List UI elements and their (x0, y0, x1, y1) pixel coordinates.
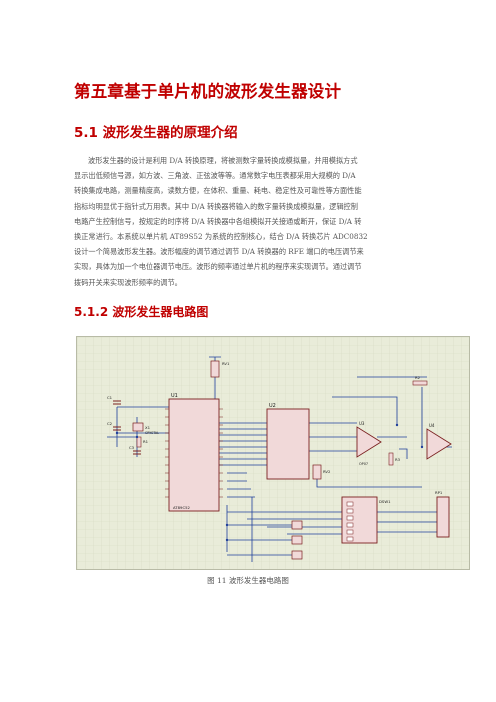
paragraph-line: 换正常进行。本系统以单片机 AT89S52 为系统的控制核心，结合 D/A 转换… (74, 232, 368, 242)
opamp-u4: U4 (426, 423, 452, 460)
paragraph-line: 拨码开关来实现波形频率的调节。 (74, 277, 182, 287)
section-title: 5.1 波形发生器的原理介绍 (74, 125, 238, 141)
dsw-label: DSW1 (379, 499, 391, 504)
paragraph-line: 实现，具体为加一个电位器调节电压。波形的频率通过单片机的程序来实现调节。通过调节 (74, 262, 362, 272)
rv1-potentiometer (210, 360, 220, 378)
opamp-u3: U3 OP07 (356, 421, 382, 466)
u4-label: U4 (429, 423, 435, 428)
paragraph-line: 指标均明显优于指针式万用表。其中 D/A 转换器将输入的数字量转换成模拟量，逻辑… (74, 201, 358, 211)
r2-resistor (412, 380, 428, 386)
push-buttons (291, 520, 303, 560)
rp1-label: RP1 (435, 490, 443, 495)
c3-label: C3 (129, 445, 135, 450)
resistor-pack: RP1 (435, 490, 450, 538)
paragraph-line: 设计一个简易波形发生器。波形幅度的调节通过调节 D/A 转换器的 RFE 端口的… (74, 247, 364, 257)
u1-microcontroller: U1 AT89C52 (165, 393, 223, 512)
subsection-title: 5.1.2 波形发生器电路图 (74, 305, 209, 319)
capacitors (113, 400, 141, 455)
r3-resistor (388, 452, 394, 466)
figure-caption: 图 11 波形发生器电路图 (207, 576, 289, 585)
paragraph-line: 显示出低频信号源，如方波、三角波、正弦波等等。通常数字电压表都采用大规模的 D/… (74, 171, 356, 181)
r1-resistor (136, 436, 142, 448)
body-paragraph: 波形发生器的设计是利用 D/A 转换原理，将被测数字量转换成模拟量，并用模拟方式… (74, 153, 422, 290)
r1-label: R1 (143, 439, 149, 444)
r2-label: R2 (415, 375, 421, 380)
rv2-label: RV2 (323, 469, 331, 474)
rv2-potentiometer (312, 464, 322, 480)
x1-label: X1 (145, 425, 151, 430)
circuit-schematic: U1 AT89C52 U2 X1 CRYSTAL C1 C2 C3 R1 RV1… (77, 337, 469, 569)
u2-label: U2 (269, 403, 276, 409)
paragraph-line: 波形发生器的设计是利用 D/A 转换原理，将被测数字量转换成模拟量，并用模拟方式 (88, 156, 358, 165)
u3-label: U3 (359, 421, 365, 426)
u2-dac-chip: U2 (266, 403, 310, 480)
paragraph-line: 电路产生控制信号，按规定的时序将 D/A 转换器中各组模拟开关接通或断开，保证 … (74, 216, 362, 226)
dip-switch: DSW1 (341, 496, 391, 544)
rv1-label: RV1 (222, 361, 230, 366)
c2-label: C2 (107, 421, 113, 426)
paragraph-line: 转换集成电路，测量精度高，读数方便，在体积、重量、耗电、稳定性及可靠性等方面性能 (74, 186, 362, 196)
chapter-title: 第五章基于单片机的波形发生器设计 (74, 82, 342, 101)
circuit-schematic-figure: U1 AT89C52 U2 X1 CRYSTAL C1 C2 C3 R1 RV1… (76, 336, 470, 570)
crystal-label: CRYSTAL (145, 431, 159, 435)
u1-label: U1 (171, 393, 178, 399)
wire-junctions (115, 423, 424, 542)
r3-label: R3 (395, 457, 401, 462)
c1-label: C1 (107, 395, 113, 400)
u1-part-label: AT89C52 (173, 505, 191, 510)
crystal-oscillator: X1 CRYSTAL (132, 422, 159, 435)
u3-part-label: OP07 (359, 462, 368, 466)
